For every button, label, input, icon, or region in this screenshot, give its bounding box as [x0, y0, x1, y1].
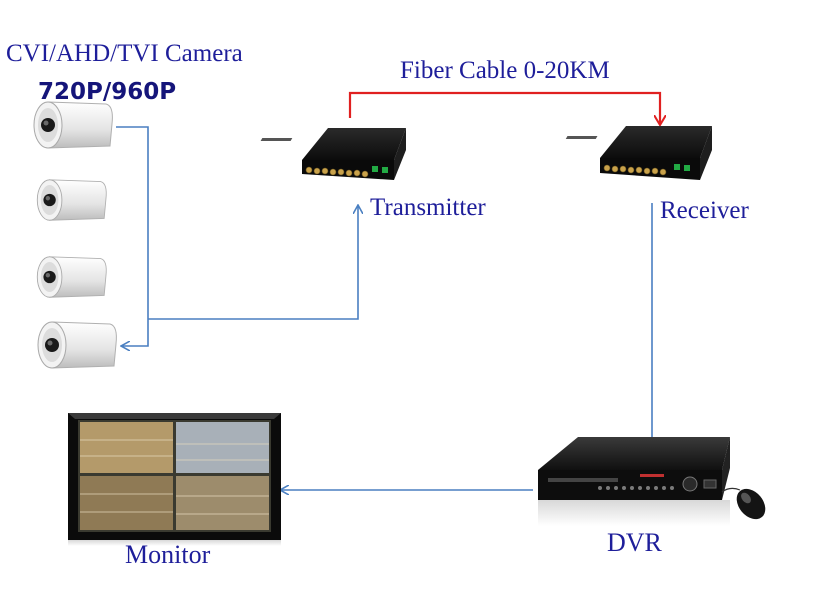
bullet-camera-icon	[33, 101, 113, 149]
bullet-camera-icon	[36, 256, 107, 298]
bullet-camera-icon	[37, 321, 117, 369]
bullet-camera-icon	[36, 179, 107, 221]
dvr-icon	[538, 437, 730, 526]
monitor-label: Monitor	[125, 540, 211, 569]
fiber-transmitter-icon	[260, 128, 406, 180]
transmitter-label: Transmitter	[370, 194, 486, 221]
mouse-icon	[721, 487, 766, 520]
fiber-cable-label: Fiber Cable 0-20KM	[400, 57, 610, 84]
resolution-label: 720P/960P	[38, 79, 177, 105]
monitor-icon	[68, 413, 281, 546]
dvr-label: DVR	[607, 528, 662, 557]
fiber-receiver-icon	[565, 126, 712, 180]
camera-type-title: CVI/AHD/TVI Camera	[6, 40, 243, 67]
fiber-cable-line	[348, 91, 660, 124]
camera-bus-line	[116, 126, 358, 346]
receiver-label: Receiver	[660, 197, 749, 224]
